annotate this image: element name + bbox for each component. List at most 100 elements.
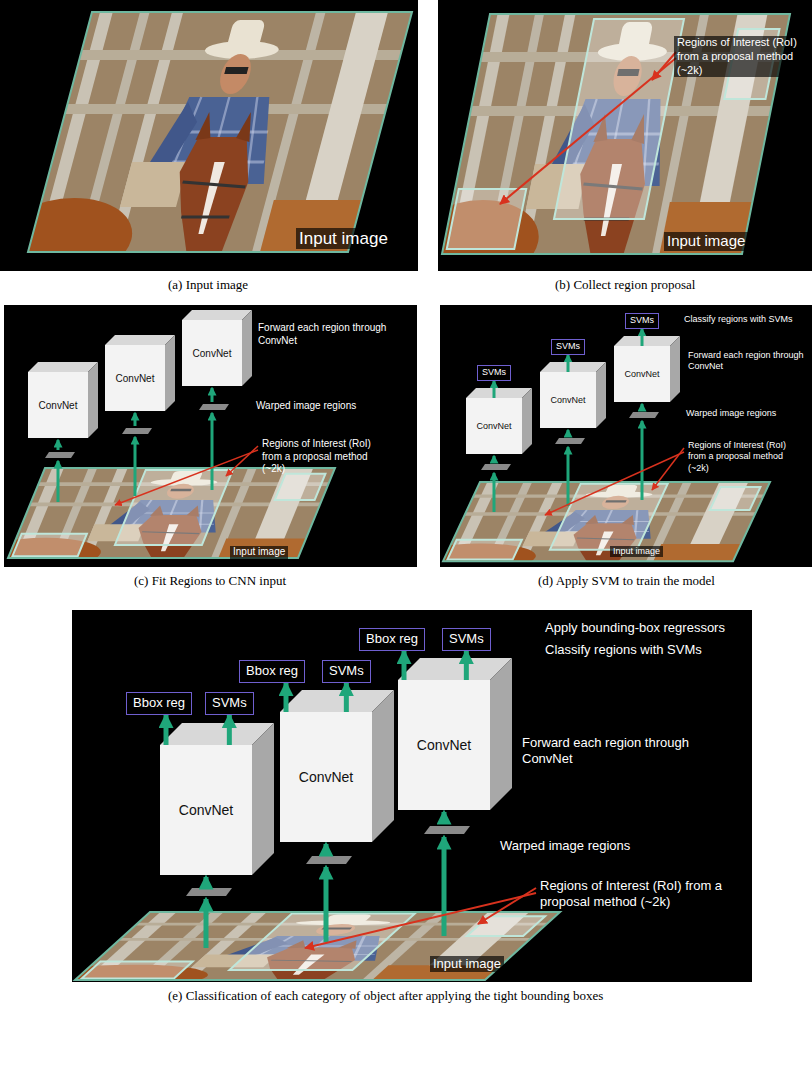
convnet-cube-faces [522,388,532,454]
convnet-cube-faces [28,362,98,372]
flow-arrow [227,715,232,745]
warped-region [629,412,659,418]
leader-line [478,888,536,924]
warped-region [186,888,232,896]
node-text: ConvNet [179,802,233,818]
step-label: Forward each region through ConvNet [258,322,408,347]
flow-arrow [442,812,447,824]
panel-caption: (b) Collect region proposal [555,277,695,293]
warped-region [306,856,352,864]
node-text: SVMs [630,315,654,327]
warped-region [555,438,585,444]
roi-label: Regions of Interest (RoI) from a proposa… [688,440,806,474]
node-text: ConvNet [299,769,353,785]
flow-arrow [641,421,644,500]
svm-box: SVMs [625,313,659,329]
flow-arrow [493,473,496,512]
flow-arrow [464,651,469,680]
input-photo-floor [443,482,770,561]
image-label: Input image [610,546,663,557]
image-label: Input image [230,546,288,559]
svm-box: SVMs [205,692,254,715]
node-text: ConvNet [550,395,585,405]
node-text: ConvNet [476,421,511,431]
convnet-cube-faces [28,310,252,438]
roi-label: Regions of Interest (RoI) from a proposa… [540,878,740,911]
node-text: SVMs [212,695,247,712]
svm-box: SVMs [477,365,511,381]
convnet-box: ConvNet [540,372,596,428]
convnet-cube-faces [88,362,98,438]
leader-line [500,52,676,204]
flow-arrow [204,877,209,886]
convnet-cube-faces [165,335,175,411]
input-photo [0,12,412,282]
convnet-cube-faces [242,310,252,386]
convnet-box: ConvNet [28,372,88,438]
flow-arrow [324,844,329,854]
convnet-cube-faces [466,388,532,398]
warped-region [45,452,75,458]
convnet-box: ConvNet [182,320,242,386]
leader-line [305,893,536,948]
roi-label: Regions of Interest (RoI) from a proposa… [674,36,808,77]
step-label: Classify regions with SVMs [684,314,793,325]
node-text: Bbox reg [366,631,418,648]
convnet-box: ConvNet [398,680,490,810]
step-label: Warped image regions [686,408,776,419]
flow-arrow [402,651,407,680]
warped-region [122,428,152,434]
input-photo [0,12,412,282]
roi-label: Regions of Interest (RoI) from a proposa… [262,438,387,476]
flow-arrow [493,456,496,463]
leader-line [545,448,684,515]
flow-arrow [442,837,447,936]
convnet-cube-faces [105,335,175,345]
svm-box: SVMs [551,339,585,355]
flow-arrow [641,329,644,346]
leader-line [545,452,684,515]
panel-caption: (d) Apply SVM to train the model [538,573,715,589]
node-text: ConvNet [193,348,232,359]
step-label: Forward each region through ConvNet [522,735,722,768]
panel-caption: (e) Classification of each category of o… [168,988,608,1004]
image-label: Input image [664,232,748,251]
convnet-cube-faces [490,658,512,810]
flow-arrow [134,413,137,426]
convnet-cube-faces [252,723,274,875]
step-label: Classify regions with SVMs [545,642,702,658]
convnet-cube-faces [182,310,252,320]
convnet-box: ConvNet [466,398,522,454]
node-text: Bbox reg [246,663,298,680]
step-label: Warped image regions [256,400,356,413]
svm-box: SVMs [442,628,491,651]
leader-line [115,450,258,505]
input-photo [28,12,412,252]
node-text: ConvNet [417,737,471,753]
convnet-box: ConvNet [280,712,372,842]
bbox-reg-box: Bbox reg [239,660,305,683]
leader-line [305,888,536,948]
node-text: ConvNet [39,400,78,411]
node-text: SVMs [482,367,506,379]
step-label: Apply bounding-box regressors [545,620,725,636]
svm-box: SVMs [322,660,371,683]
flow-arrow [57,440,60,450]
leader-line [500,58,676,204]
flow-arrow [567,430,570,437]
flow-arrow [641,404,644,411]
flow-arrow [284,683,289,712]
convnet-cube-faces [540,362,606,372]
node-text: SVMs [329,663,364,680]
warped-region [199,404,229,410]
convnet-cube-faces [614,336,680,346]
flow-arrow [567,447,570,506]
node-text: Bbox reg [133,695,185,712]
convnet-cube-faces [372,690,394,842]
step-label: Forward each region through ConvNet [688,350,806,373]
flow-arrow [57,461,60,502]
convnet-cube-faces [670,336,680,402]
